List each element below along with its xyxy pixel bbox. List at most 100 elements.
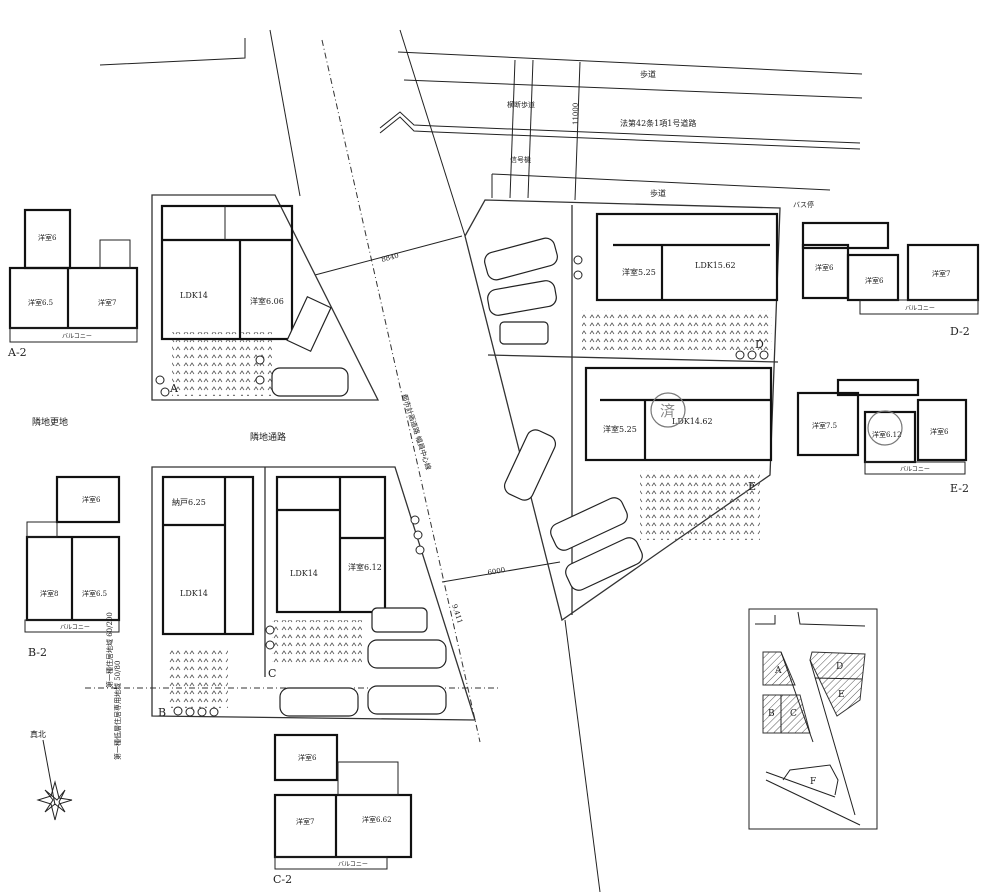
- tree-icon: [415, 545, 425, 555]
- tree-icon: [747, 350, 757, 360]
- balcony: [9, 327, 138, 343]
- house-b-floor2: バルコニー 洋室6 洋室8 洋室6.5 B-2: [24, 475, 121, 659]
- car-icon: [367, 639, 447, 669]
- key-map-label: C: [790, 709, 797, 719]
- adjacent-vacant-label: 隣地更地: [32, 416, 68, 428]
- tree-icon: [197, 707, 207, 717]
- lot-label: A: [169, 382, 179, 395]
- road-centerline: [321, 39, 481, 743]
- road-edge: [99, 38, 246, 66]
- car-icon: [565, 537, 643, 591]
- car-icon: [499, 321, 549, 345]
- floor-label: B-2: [28, 646, 47, 659]
- tree-icon: [160, 387, 170, 397]
- room-label: 洋室6.5: [82, 589, 107, 598]
- car-icon: [484, 237, 558, 281]
- key-map-lot-a: [762, 651, 796, 686]
- car-icon: [371, 607, 428, 633]
- tree-icon: [173, 706, 183, 716]
- car-icon: [286, 295, 332, 353]
- dimension-line: [441, 561, 561, 583]
- room-label: 洋室6: [815, 263, 834, 272]
- house-c-floor1: [275, 475, 387, 614]
- house-d-floor2: バルコニー 洋室6 洋室6 洋室7 D-2: [801, 221, 980, 338]
- key-map-label: D: [836, 662, 843, 672]
- floor-label: D-2: [950, 325, 970, 338]
- room-label: 洋室6: [930, 427, 949, 436]
- room-label: 洋室6.12: [348, 562, 382, 572]
- house-c-floor2: バルコニー 洋室6 洋室7 洋室6.62 C-2: [273, 733, 413, 886]
- key-map-label: B: [768, 709, 775, 719]
- sidewalk-edge: [403, 79, 863, 99]
- balcony: [864, 461, 966, 475]
- tree-icon: [413, 530, 423, 540]
- tree-icon: [735, 350, 745, 360]
- balcony-label: バルコニー: [62, 333, 92, 340]
- tree-icon: [155, 375, 165, 385]
- lot-a: LDK14 洋室6.06 A: [151, 194, 380, 401]
- room-label: 洋室6: [298, 753, 317, 762]
- dimension-label: 9.411: [450, 603, 464, 625]
- sidewalk-edge: [491, 173, 831, 191]
- house-b-floor1: [161, 475, 255, 636]
- tree-icon: [410, 515, 420, 525]
- adjacent-passage-label: 隣地通路: [250, 431, 286, 443]
- tree-icon: [573, 270, 583, 280]
- zoning-label: 第一種住居地域 60/200: [105, 612, 114, 688]
- lot-label: B: [158, 706, 166, 719]
- lot-label: D: [755, 338, 764, 351]
- stamp-icon: [867, 410, 903, 446]
- true-north-label: 真北: [30, 729, 46, 739]
- room-label: LDK14: [180, 589, 208, 598]
- room-label: 洋室6.5: [28, 298, 53, 307]
- tree-icon: [255, 355, 265, 365]
- lot-label: C: [268, 667, 276, 680]
- balcony: [24, 619, 120, 633]
- key-map-label: A: [774, 666, 782, 676]
- floor-label: A-2: [7, 346, 27, 359]
- crosswalk-line: [527, 59, 534, 199]
- road-break-line: [379, 116, 861, 150]
- crosswalk-line: [509, 59, 516, 199]
- room-label: LDK14.62: [672, 417, 713, 426]
- bus-stop-label: バス停: [793, 200, 814, 209]
- room-label: 洋室6.06: [250, 296, 284, 306]
- room-label: 洋室8: [40, 589, 58, 598]
- house-e-floor2: バルコニー 洋室7.5 洋室6.12 洋室6 E-2: [796, 378, 969, 495]
- road-edge: [564, 619, 601, 892]
- tree-icon: [265, 640, 275, 650]
- balcony: [859, 299, 979, 315]
- tree-icon: [185, 707, 195, 717]
- sold-stamp: 済: [660, 402, 675, 420]
- crosswalk-label: 横断歩道: [507, 100, 535, 109]
- dimension-label: 8840: [380, 252, 399, 264]
- room-label: 洋室7: [932, 269, 950, 278]
- zoning-label: 第一種低層住居専用地域 50/80: [113, 661, 122, 760]
- tree-icon: [759, 350, 769, 360]
- room-label: 洋室6: [82, 495, 101, 504]
- signal-label: 信号機: [510, 155, 531, 164]
- room-label: 洋室5.25: [603, 424, 637, 434]
- compass-icon: [44, 789, 66, 813]
- key-map-label: F: [810, 777, 816, 787]
- dimension-label: 6000: [487, 566, 506, 577]
- road-width-label: 11000: [572, 103, 580, 125]
- lot-label: E: [748, 480, 756, 493]
- floor-label: C-2: [273, 873, 292, 886]
- room-label: 洋室7: [98, 298, 116, 307]
- car-icon: [550, 497, 628, 551]
- room-label: 納戸6.25: [172, 497, 206, 507]
- balcony: [274, 856, 388, 870]
- car-icon: [279, 687, 359, 717]
- sidewalk-edge: [397, 51, 863, 75]
- main-road-label: 法第42条1項1号道路: [620, 118, 696, 128]
- room-label: 洋室6: [38, 233, 57, 242]
- room-label: LDK14: [180, 291, 208, 300]
- room-label: 洋室6.12: [872, 430, 902, 439]
- key-map: A B C D E F: [748, 608, 878, 830]
- key-map-lot-de: [809, 651, 866, 717]
- tree-icon: [265, 625, 275, 635]
- balcony-label: バルコニー: [900, 466, 930, 473]
- compass-icon: [36, 780, 73, 821]
